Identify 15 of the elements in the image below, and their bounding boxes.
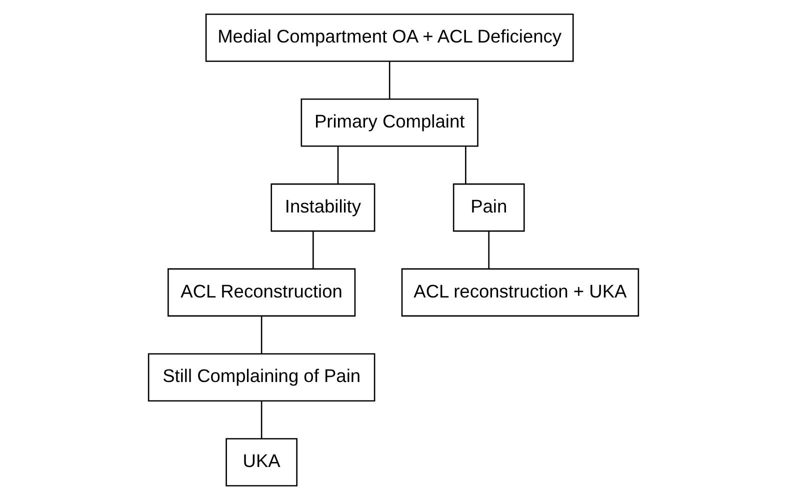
node-box: ACL Reconstruction bbox=[167, 268, 356, 316]
connector bbox=[260, 316, 262, 354]
connector bbox=[260, 400, 262, 438]
node-box: Medial Compartment OA + ACL Deficiency bbox=[204, 13, 574, 62]
node-box: Primary Complaint bbox=[300, 98, 478, 146]
connector bbox=[488, 230, 489, 268]
connector bbox=[388, 60, 390, 99]
node-box: ACL reconstruction + UKA bbox=[400, 268, 639, 316]
node-box: UKA bbox=[225, 438, 297, 486]
connector bbox=[312, 230, 314, 268]
node-box: Instability bbox=[270, 182, 375, 232]
connector bbox=[336, 146, 338, 184]
connector bbox=[464, 146, 466, 184]
node-box: Still Complaining of Pain bbox=[147, 352, 375, 402]
node-box: Pain bbox=[452, 182, 524, 232]
